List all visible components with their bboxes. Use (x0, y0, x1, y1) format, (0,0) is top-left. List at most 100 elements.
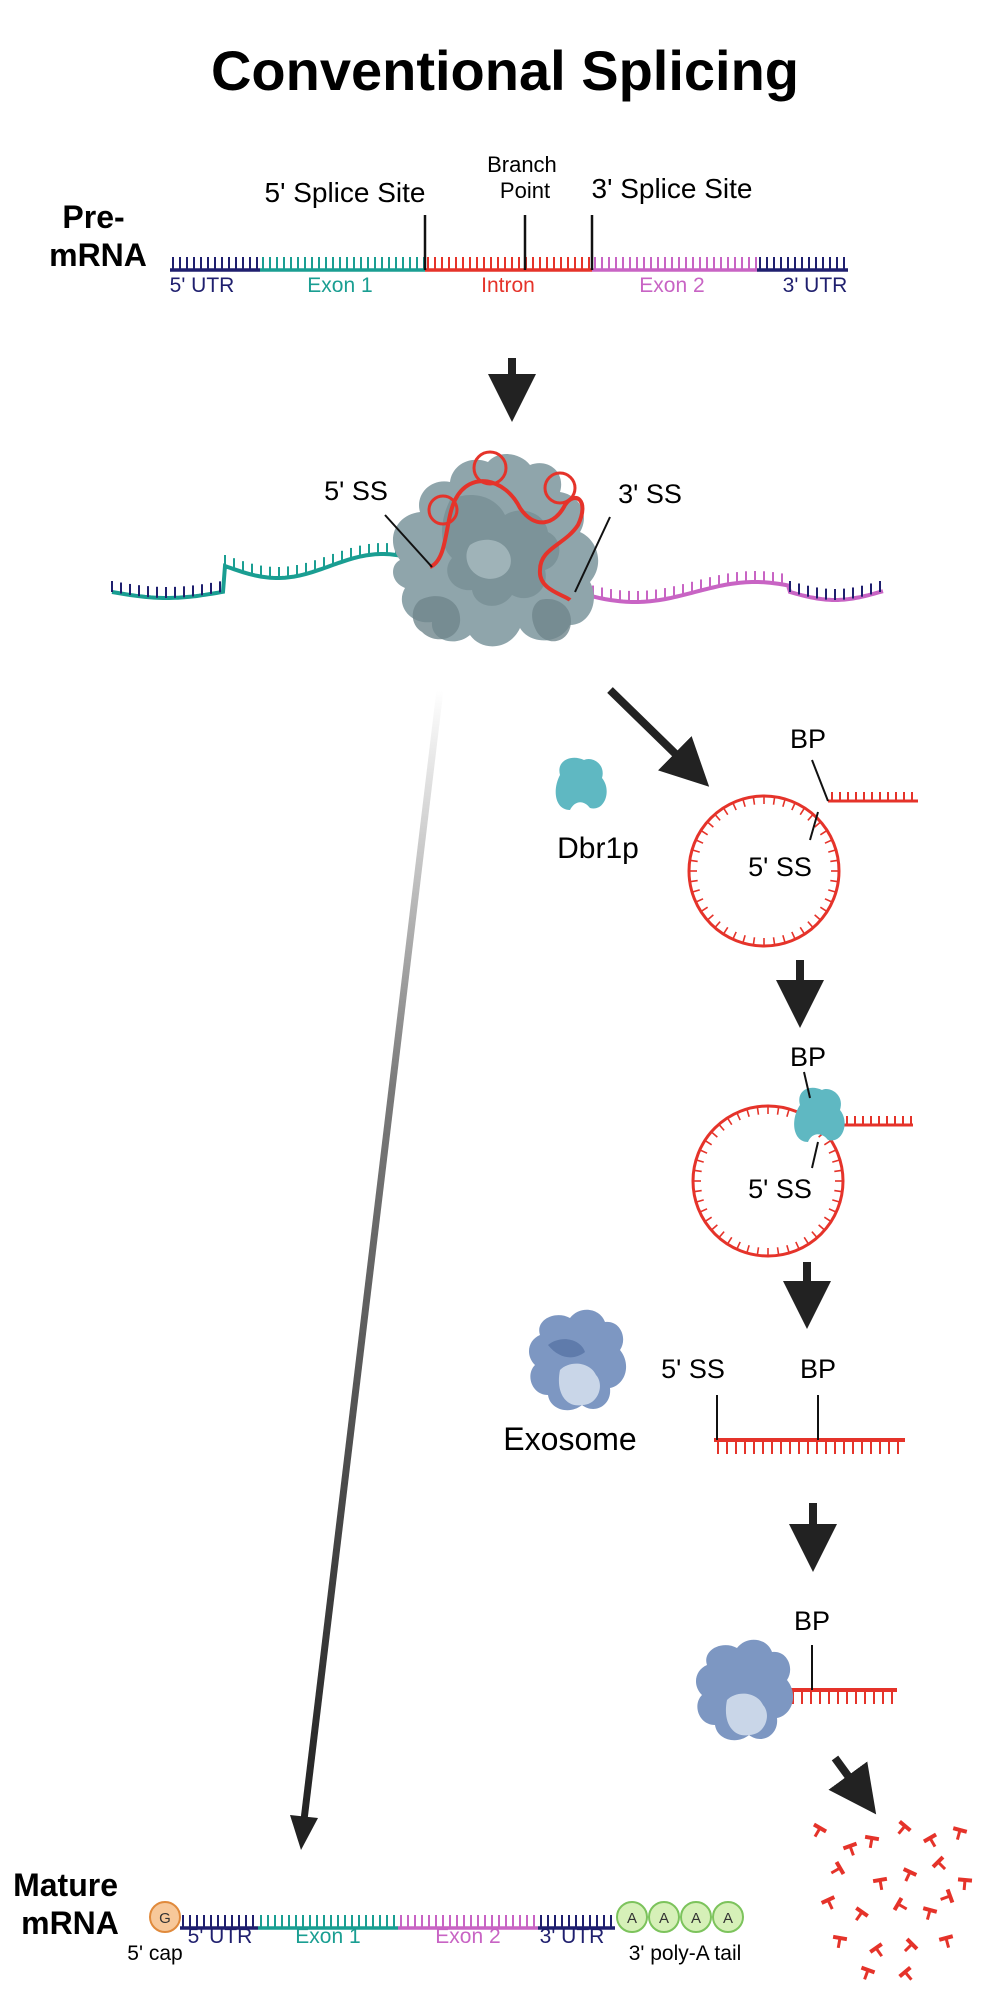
debranch-loop-tick (746, 1108, 750, 1117)
mature-label-exon2: Exon 2 (435, 1925, 500, 1948)
mature-strand (180, 1915, 615, 1930)
lariat-loop-tick (689, 859, 698, 863)
lariat-loop-tick (772, 937, 776, 946)
arrow-to-mature-mrna (300, 689, 444, 1821)
page-title: Conventional Splicing (211, 39, 799, 102)
nucleotide-fragment (830, 1860, 846, 1876)
debranch-loop-tick (718, 1123, 725, 1131)
lariat-loop-tick (772, 796, 776, 805)
mature-label-3utr: 3' UTR (540, 1925, 605, 1948)
debranch-loop-tick (704, 1216, 713, 1223)
lariat-loop-tick (824, 839, 833, 844)
segment-label-intron: Intron (481, 274, 535, 297)
nucleotide-fragment (869, 1942, 883, 1958)
fragment-stem (868, 1837, 874, 1849)
debranch-loop-tick (776, 1106, 780, 1115)
lariat-loop-tick (828, 849, 837, 853)
polya-letter: A (627, 1910, 637, 1927)
linear-5ss-label: 5' SS (661, 1354, 725, 1384)
lariat-loop-tick (695, 898, 704, 903)
lariat-loop-tick (714, 813, 721, 821)
intron-loop-on-spliceosome (428, 479, 585, 602)
debranch-tail-ticks (838, 1116, 912, 1125)
nucleotide-fragment (931, 1855, 947, 1871)
lariat-loop-tick (689, 879, 698, 883)
spliceosome-5ss-pointer (384, 514, 433, 568)
debranch-loop-tick (834, 1189, 843, 1193)
branch-point-line2: Point (500, 178, 550, 203)
spliceosome-3ss-pointer (574, 516, 611, 593)
debranch-loop-tick (756, 1247, 760, 1256)
nucleotide-fragment (922, 1832, 938, 1848)
premrna-strand (170, 257, 848, 272)
debranch-5ss-pointer (811, 1141, 819, 1169)
lariat-loop-tick (722, 807, 729, 816)
lariat-loop-tick (722, 926, 729, 935)
debranch-loop-tick (736, 1241, 741, 1250)
polya-letter: A (659, 1910, 669, 1927)
arrow-to-fragments (828, 1755, 877, 1815)
fragment-stem (836, 1937, 842, 1949)
nucleotide-fragment (897, 1819, 912, 1835)
lariat-loop-tick (782, 798, 786, 807)
lariat-loop-tick (691, 849, 700, 853)
polya-letter: A (723, 1910, 733, 1927)
polya-bead (616, 1901, 648, 1933)
spliceosome-3ss-label: 3' SS (618, 479, 682, 509)
lariat-loop-tick (742, 935, 746, 944)
nucleotide-fragment (952, 1826, 968, 1841)
five-cap-label: 5' cap (127, 1942, 182, 1965)
fragment-stem (928, 1837, 937, 1848)
lariat-section: Dbr1p BP 5' SS (555, 724, 918, 948)
lariat-loop-tick (691, 889, 700, 893)
fragment-stem (897, 1902, 908, 1911)
nucleotide-fragment (902, 1867, 918, 1882)
dbr1p-icon (555, 757, 607, 810)
polya-label: 3' poly-A tail (629, 1942, 742, 1965)
debranch-bp-pointer (803, 1071, 811, 1099)
exosome-bound-icon (695, 1639, 794, 1741)
nucleotide-fragment (938, 1934, 954, 1949)
debranch-5ss-label: 5' SS (748, 1174, 812, 1204)
lariat-5ss-pointer (809, 811, 819, 841)
lariat-loop-tick (732, 802, 737, 811)
nucleotide-fragment (842, 1841, 858, 1856)
fragment-stem (955, 1829, 962, 1841)
linear-intron-section: Exosome 5' SS BP (503, 1309, 905, 1457)
lariat-tail-ticks (831, 792, 913, 801)
arrow-to-mature-mrna-head (290, 1815, 318, 1850)
spliceosome-5ss-label: 5' SS (324, 476, 388, 506)
polya-bead (648, 1901, 680, 1933)
exosome-label: Exosome (503, 1421, 636, 1457)
lariat-loop-ticks (689, 796, 839, 946)
segment-label-5utr: 5' UTR (170, 274, 235, 297)
lariat-loop-tick (830, 859, 839, 863)
intron-hairpin-2 (472, 450, 508, 486)
five-splice-site-label: 5' Splice Site (265, 177, 426, 208)
lariat-loop-tick (819, 829, 828, 836)
fragment-bar (855, 1906, 869, 1918)
mature-label: Mature mRNA (13, 1867, 127, 1941)
debranch-loop-tick (823, 1216, 832, 1223)
exosome-icon (528, 1309, 627, 1411)
branch-point-label: Branch Point (487, 152, 563, 203)
lariat-loop-tick (782, 935, 786, 944)
segment-label-3utr: 3' UTR (783, 274, 848, 297)
debranch-loop-tick (718, 1231, 725, 1239)
lariat-bp-pointer (811, 759, 829, 802)
fragment-stem (874, 1947, 883, 1958)
three-splice-site-label: 3' Splice Site (592, 173, 753, 204)
lariat-loop-tick (799, 807, 806, 816)
intron-hairpin-3 (543, 471, 577, 505)
debranch-loop-tick (828, 1208, 837, 1213)
lariat-bp-label: BP (790, 724, 826, 754)
mature-label-5utr: 5' UTR (188, 1925, 253, 1948)
nucleotide-fragment (898, 1965, 913, 1981)
debranch-loop-tick (811, 1231, 818, 1239)
premrna-label-line2: mRNA (49, 237, 147, 273)
mature-label-exon1: Exon 1 (295, 1925, 360, 1948)
debranch-loop-tick (803, 1236, 810, 1245)
debranch-loop-tick (834, 1169, 843, 1173)
fragment-stem (826, 1899, 834, 1910)
intron-hairpin-1 (427, 494, 459, 526)
